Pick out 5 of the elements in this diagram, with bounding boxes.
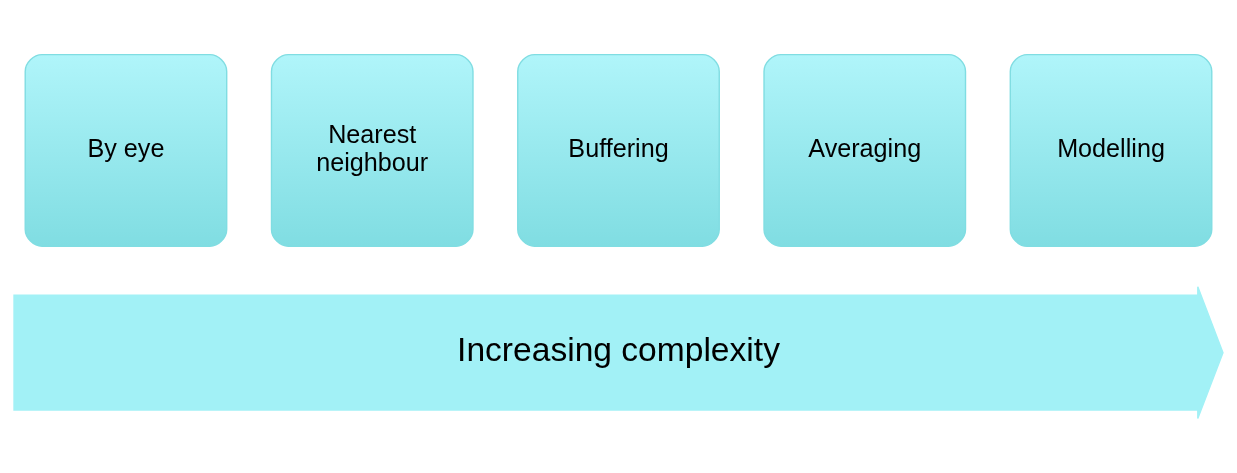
node-box: Buffering (517, 53, 720, 247)
node-box: Modelling (1009, 53, 1213, 247)
node-box: By eye (24, 53, 228, 247)
node-box: Averaging (763, 53, 967, 247)
node-box: Nearest neighbour (270, 53, 474, 247)
